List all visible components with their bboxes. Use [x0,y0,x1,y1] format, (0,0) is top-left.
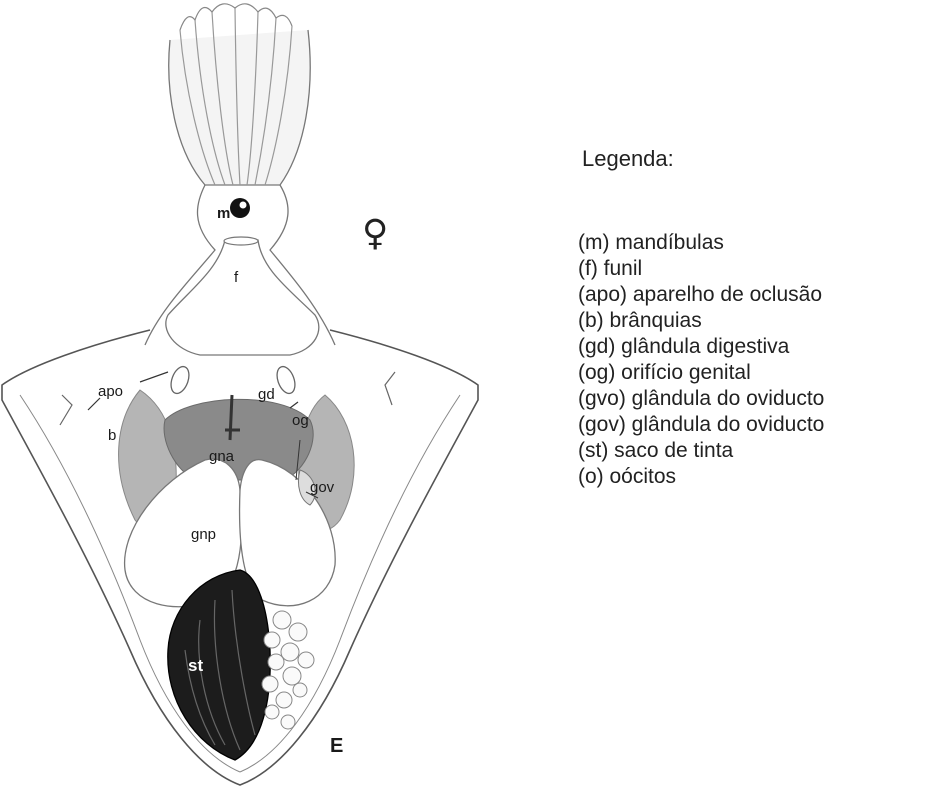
label-f: f [234,270,238,285]
legend: Legenda: (m) mandíbulas(f) funil(apo) ap… [578,146,933,490]
legend-item: (gvo) glândula do oviducto [578,386,933,412]
squid-anatomy-figure: m f apo b gd og gna gov gnp st E ♀ [0,0,560,787]
legend-item: (m) mandíbulas [578,230,933,256]
label-m: m [217,206,230,221]
mandibles [230,198,250,218]
legend-item: (apo) aparelho de oclusão [578,282,933,308]
legend-item: (gd) glândula digestiva [578,334,933,360]
legend-item: (f) funil [578,256,933,282]
label-apo: apo [98,384,123,399]
label-gd: gd [258,387,275,402]
digestive-gland [164,399,313,480]
arms-crown [169,30,310,185]
label-og: og [292,413,309,428]
legend-item: (og) orifício genital [578,360,933,386]
occlusion-apparatus-right [274,364,299,396]
legend-item: (b) brânquias [578,308,933,334]
legend-list: (m) mandíbulas(f) funil(apo) aparelho de… [578,230,933,490]
funnel [166,240,319,355]
legend-item: (o) oócitos [578,464,933,490]
fin-mark-left [60,395,72,425]
label-gnp: gnp [191,527,216,542]
legend-item: (gov) glândula do oviducto [578,412,933,438]
legend-title: Legenda: [582,146,933,172]
female-symbol: ♀ [362,216,388,252]
occlusion-apparatus-left [168,364,193,396]
label-st: st [188,657,203,674]
fin-mark-right [385,372,395,405]
legend-item: (st) saco de tinta [578,438,933,464]
label-b: b [108,428,116,443]
label-e: E [330,736,344,756]
label-gna: gna [209,449,234,464]
squid-drawing [0,0,560,787]
label-gov: gov [310,480,334,495]
